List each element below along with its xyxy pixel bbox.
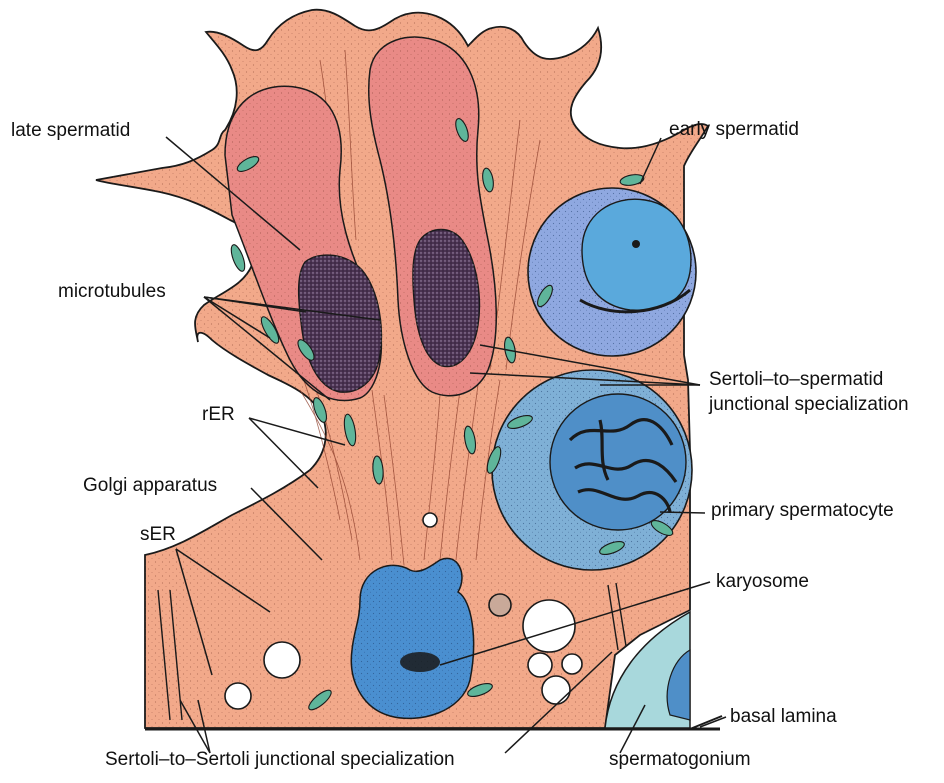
label-basal-lamina: basal lamina <box>730 706 837 728</box>
spermatocyte-nucleus <box>550 394 686 530</box>
label-golgi-apparatus: Golgi apparatus <box>83 475 217 497</box>
early-spermatid-nucleus <box>582 199 691 310</box>
label-early-spermatid: early spermatid <box>669 119 799 141</box>
label-spermatogonium: spermatogonium <box>609 749 751 771</box>
label-sertoli-to-sertoli-junction: Sertoli–to–Sertoli junctional specializa… <box>105 749 455 771</box>
label-late-spermatid: late spermatid <box>11 120 130 142</box>
karyosome-body <box>400 652 440 672</box>
early-spermatid <box>528 188 696 356</box>
label-sertoli-to-spermatid-junction: Sertoli–to–spermatid junctional speciali… <box>709 367 939 417</box>
label-microtubules: microtubules <box>58 281 166 303</box>
label-karyosome: karyosome <box>716 571 809 593</box>
label-primary-spermatocyte: primary spermatocyte <box>711 500 894 522</box>
primary-spermatocyte <box>492 370 692 570</box>
sertoli-nucleus <box>351 558 473 718</box>
label-sER: sER <box>140 524 176 546</box>
label-rER: rER <box>202 404 235 426</box>
basal-lamina-tail <box>690 716 722 729</box>
